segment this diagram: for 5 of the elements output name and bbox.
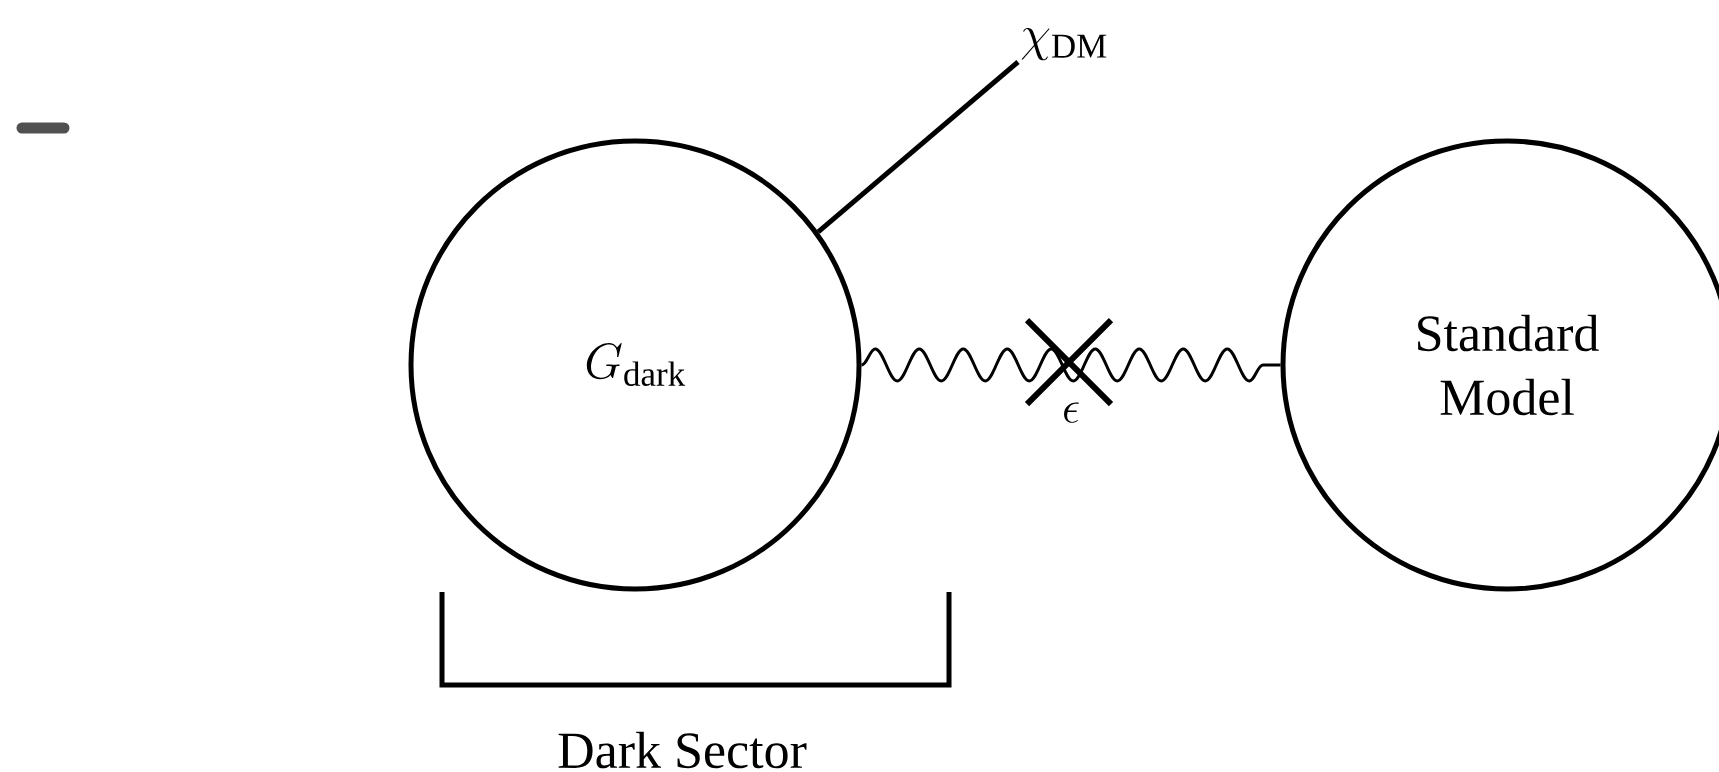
circle-node: $G_{\mathrm{dark}}$: [408, 138, 862, 592]
line: [816, 60, 1020, 234]
caption-text: Dark Sector: [558, 731, 807, 769]
edge-label: $\epsilon$: [1064, 402, 1079, 423]
particle-label: $\chi_{\mathrm{DM}}$: [1021, 28, 1107, 61]
